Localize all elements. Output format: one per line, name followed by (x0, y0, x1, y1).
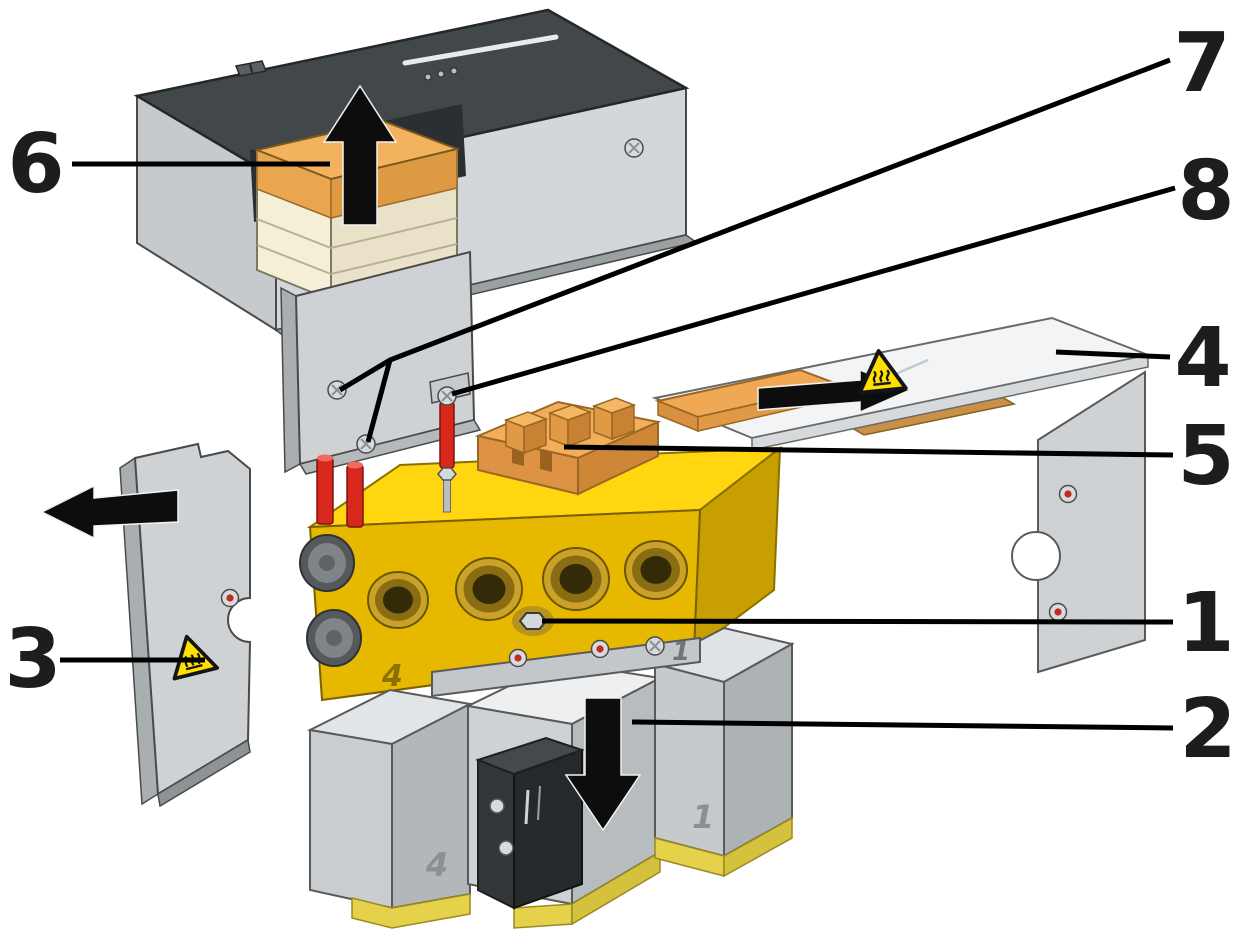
module-strip (723, 816, 793, 878)
red-dowel-pin (316, 457, 334, 525)
callout-3: 3 (4, 612, 61, 707)
strip-screw-icon (645, 636, 665, 656)
stud-bolt-head (437, 467, 457, 481)
side-plug (299, 534, 355, 592)
junction-screw-icon (489, 798, 505, 814)
module-strip (351, 893, 471, 929)
locating-pins (316, 386, 457, 528)
red-dowel-pin (439, 401, 455, 469)
comb-tooth (591, 397, 637, 441)
hex-plug (512, 606, 554, 636)
leader-line-1 (541, 618, 1174, 625)
control-housing (133, 8, 698, 339)
down-arrow-icon (564, 697, 642, 832)
callout-5: 5 (1177, 409, 1234, 504)
callout-numbers: 6 3 7 8 4 5 1 2 (4, 16, 1236, 777)
red-dowel-pin (346, 464, 364, 528)
comb-tooth (547, 404, 593, 448)
bracket-screw-icon (1058, 484, 1078, 504)
junction-screw-icon (498, 840, 514, 856)
module-zone-marking-left: 4 (425, 846, 448, 884)
leader-line-7 (338, 57, 1171, 443)
distributor-comb (474, 397, 662, 496)
manifold-mounting-strip: 1 (431, 636, 701, 698)
bracket-screw-icon (1048, 602, 1068, 622)
comb-tooth (503, 411, 549, 455)
nozzle-bore (542, 547, 610, 611)
manifold-zone-marking-left: 4 (381, 659, 403, 694)
strip-screw-icon (590, 639, 610, 659)
callout-2: 2 (1179, 682, 1236, 777)
strip-screw-icon (508, 648, 528, 668)
nozzle-bore (624, 540, 688, 600)
junction-box (475, 736, 586, 910)
nozzle-bore (367, 571, 429, 629)
cover-screw-icon (220, 588, 240, 608)
housing-screw-icon (624, 138, 644, 158)
module-strip (571, 850, 661, 926)
left-arrow-icon (40, 484, 179, 540)
manifold-zone-marking-right: 1 (672, 637, 690, 667)
callout-8: 8 (1177, 144, 1234, 239)
manifold-block: 4 (299, 445, 784, 702)
nozzle-bore (455, 557, 523, 621)
housing-top-face (133, 8, 690, 180)
leader-line-5 (563, 444, 1174, 458)
callout-6: 6 (7, 117, 64, 212)
side-cover-face (133, 442, 252, 796)
leader-line-4 (1055, 349, 1171, 360)
callout-4: 4 (1174, 311, 1231, 406)
bracket-cutout (1011, 531, 1061, 581)
top-cover-assembly (651, 316, 1152, 674)
side-cover (119, 442, 252, 808)
housing-vent-slot (402, 34, 559, 66)
callout-7: 7 (1173, 16, 1230, 111)
module-zone-marking-right: 1 (692, 798, 714, 836)
leader-lines (60, 57, 1176, 731)
bracket-screw-icon (356, 434, 376, 454)
lower-module-blocks: 4 1 (306, 626, 795, 929)
side-plug (306, 609, 362, 667)
housing-channel-bracket (280, 250, 482, 475)
stud-bolt (443, 477, 451, 513)
leader-line-8 (451, 185, 1176, 397)
up-arrow-icon (322, 84, 398, 226)
cover-side-bracket (1037, 370, 1146, 674)
module-strip (513, 903, 573, 929)
callout-1: 1 (1177, 576, 1234, 671)
leader-line-2 (631, 719, 1174, 731)
